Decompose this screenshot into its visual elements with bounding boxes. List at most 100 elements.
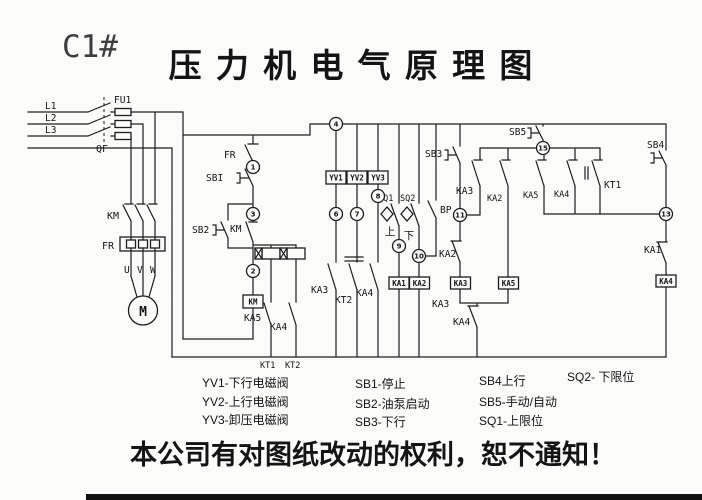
wire-node-2: 2 [245, 263, 261, 279]
legend: YV1-下行电磁阀 YV2-上行电磁阀 YV3-卸压电磁阀 SB1-停止 SB2… [202, 369, 634, 429]
wire-node-11: 11 [452, 207, 468, 223]
wire-node-3: 3 [245, 206, 261, 222]
legend-yv1: YV1-下行电磁阀 [202, 375, 289, 390]
thermal-label: FR [102, 241, 115, 252]
page-title: 压 力 机 电 气 原 理 图 [169, 48, 536, 85]
fuse-symbol [114, 131, 132, 141]
svg-text:11: 11 [455, 212, 465, 220]
ka4-left-contact-label: KA4 [270, 322, 287, 333]
coil-ka2-box [408, 276, 431, 290]
coil-ka3-box [449, 276, 472, 290]
ka3-junction-label: KA3 [432, 299, 449, 310]
svg-text:2: 2 [251, 268, 256, 276]
svg-text:10: 10 [414, 253, 424, 261]
terminal-w-label: W [150, 265, 156, 276]
ka4-mid-contact-label: KA4 [356, 288, 373, 299]
wire-node-7: 7 [349, 206, 365, 222]
coil-ka4-box [655, 274, 677, 288]
heater-element [137, 239, 149, 249]
coil-kt2-box [286, 247, 306, 260]
wire-node-13: 13 [658, 206, 674, 222]
legend-yv3: YV3-卸压电磁阀 [202, 412, 289, 427]
legend-sq2: SQ2- 下限位 [567, 369, 634, 384]
fuse-symbol [114, 119, 132, 129]
svg-text:9: 9 [397, 243, 402, 251]
coil-yv2-box [346, 170, 368, 185]
coil-yv1-box [325, 170, 347, 185]
coil-ka1-label: KA1 [392, 279, 406, 288]
legend-sq1: SQ1-上限位 [479, 413, 543, 428]
ka4-nc-contact-label: KA4 [453, 317, 470, 328]
sq2-direction-down: 下 [404, 230, 415, 242]
sq2-label: SQ2 [400, 194, 415, 204]
coil-ka4-label: KA4 [659, 277, 673, 286]
control-wiring [171, 123, 668, 358]
coil-ka2-label: KA2 [413, 279, 427, 288]
ka4-row-contact-label: KA4 [554, 190, 569, 200]
km-hold-label: KM [230, 224, 242, 235]
limit-switch-sq2-symbol [400, 206, 414, 222]
svg-text:4: 4 [334, 121, 339, 129]
coil-ka3-label: KA3 [454, 279, 468, 288]
motor-symbol [127, 295, 159, 326]
legend-sb2: SB2-油泵启动 [355, 397, 430, 411]
terminal-u-label: U [124, 265, 130, 276]
coil-yv3-label: YV3 [371, 174, 385, 183]
kt2-mid-contact-label: KT2 [335, 295, 352, 306]
heater-element [149, 239, 161, 249]
wire-node-1: 1 [245, 159, 261, 175]
wire-node-8: 8 [370, 188, 386, 204]
control-circuit: YV1 YV2 YV3 KA1 KA2 KA3 KA5 KA4 KM FR SB… [171, 116, 677, 371]
svg-text:13: 13 [661, 211, 671, 219]
sq1-direction-up: 上 [385, 226, 396, 238]
ka1-nc-contact-label: KA1 [644, 245, 661, 256]
thermal-relay-box [119, 236, 166, 252]
legend-sb5: SB5-手动/自动 [479, 395, 557, 409]
contactor-main-label: KM [107, 211, 119, 222]
svg-text:1: 1 [251, 164, 256, 172]
terminal-v-label: V [137, 265, 143, 276]
svg-text:6: 6 [334, 211, 339, 219]
fr-contact-label: FR [224, 150, 236, 161]
power-wiring [27, 102, 184, 358]
coil-km-label: KM [248, 298, 258, 307]
ka5-row-contact-label: KA5 [523, 191, 538, 201]
phase-l2-label: L2 [45, 113, 56, 124]
legend-sb3: SB3-下行 [355, 415, 406, 429]
coil-yv1-label: YV1 [329, 174, 343, 183]
ka5-left-contact-label: KA5 [244, 313, 261, 324]
wire-node-10: 10 [411, 248, 427, 264]
breaker-label: QF [96, 144, 108, 155]
sb2-label: SB2 [192, 225, 209, 236]
phase-l3-label: L3 [45, 125, 56, 136]
svg-text:3: 3 [251, 211, 256, 219]
svg-text:7: 7 [355, 211, 360, 219]
wire-node-4: 4 [328, 116, 344, 132]
fuse-label: FU1 [114, 95, 131, 106]
wire-node-6: 6 [328, 206, 344, 222]
svg-text:8: 8 [376, 193, 381, 201]
ka2-nc-contact-label: KA2 [439, 249, 456, 260]
heater-element [125, 239, 137, 249]
coil-ka5-label: KA5 [502, 279, 516, 288]
coil-ka5-box [497, 276, 520, 290]
power-circuit: L1 L2 L3 FU1 QF KM FR U V W M [27, 95, 184, 358]
sb3-label: SB3 [425, 149, 442, 160]
phase-l1-label: L1 [45, 101, 57, 112]
sq1-label: SQ1 [378, 194, 393, 204]
ka3-row-contact-label: KA3 [456, 186, 473, 197]
bp-label: BP [440, 205, 452, 216]
title-block: C1# 压 力 机 电 气 原 理 图 [62, 29, 536, 85]
footer-notice: 本公司有对图纸改动的权利，恕不通知！ [130, 439, 616, 470]
sb4-label: SB4 [647, 140, 664, 151]
fuse-symbol [114, 107, 132, 117]
coil-kt1-delay-cross [254, 247, 263, 260]
legend-sb4: SB4上行 [479, 374, 526, 388]
coil-km-box [242, 294, 264, 309]
sb1-label: SBI [206, 173, 223, 184]
coil-yv3-box [367, 170, 389, 185]
sb5-label: SB5 [509, 127, 526, 138]
motor-letter: M [139, 305, 147, 320]
ka2-row-contact-label: KA2 [487, 194, 502, 204]
